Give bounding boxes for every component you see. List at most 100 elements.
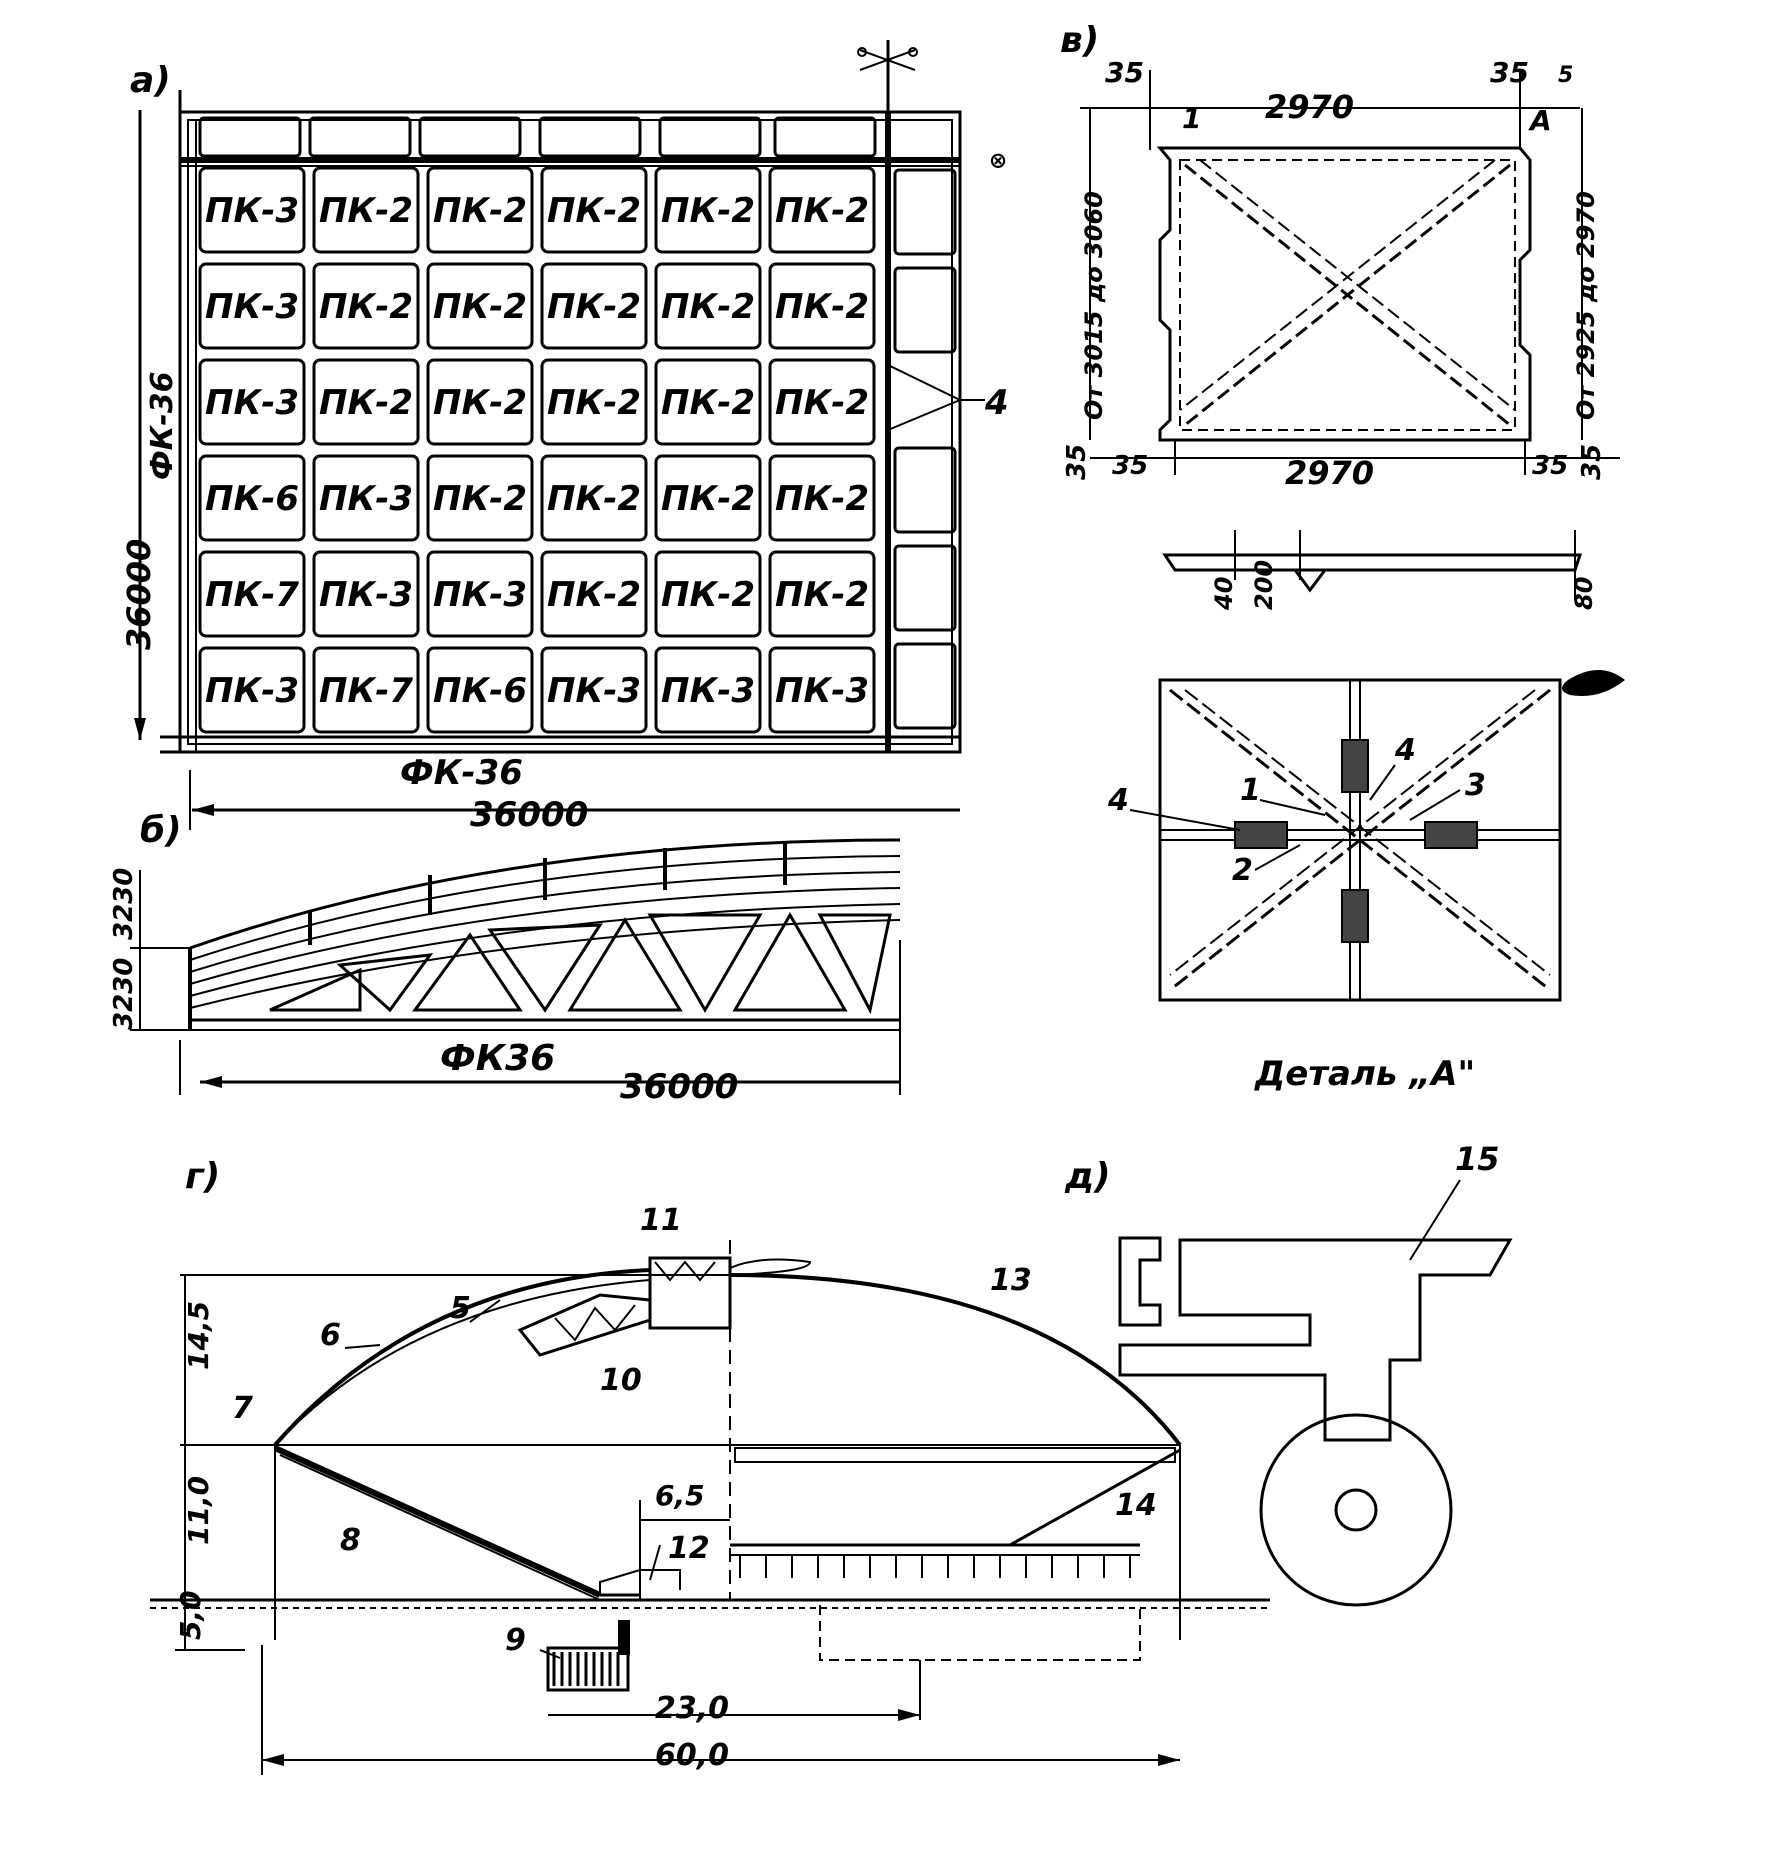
roof-panel-cell xyxy=(312,454,420,542)
dim-g-11-0: 11,0 xyxy=(182,1476,215,1545)
callout-13: 13 xyxy=(990,1263,1032,1298)
roof-panel-cell xyxy=(312,550,420,638)
ink-blot xyxy=(1561,670,1625,696)
roof-panel-cell xyxy=(768,166,876,254)
dim-g-60-0: 60,0 xyxy=(655,1738,729,1773)
dim-g-14-5: 14,5 xyxy=(182,1301,215,1370)
truss-web xyxy=(269,912,892,1015)
dim-g-6-5: 6,5 xyxy=(655,1479,705,1512)
dim-v-bot-width: 2970 xyxy=(1285,454,1374,492)
roof-panel-cell xyxy=(540,262,648,350)
dim-v-top-width: 2970 xyxy=(1265,88,1354,126)
panel-v-label: в) xyxy=(1060,20,1099,61)
roof-panel-label: ПК-2 xyxy=(661,287,755,327)
callout-12: 12 xyxy=(668,1531,710,1566)
dim-g-23-0: 23,0 xyxy=(655,1691,729,1726)
roof-panel-label: ПК-2 xyxy=(433,383,527,423)
roof-panel-label: ПК-2 xyxy=(433,191,527,231)
roof-panel-cell xyxy=(312,166,420,254)
panel-d-anchor-detail: д) 15 xyxy=(1064,1140,1513,1607)
dim-b-height-2: 3230 xyxy=(109,868,139,940)
roof-panel-label: ПК-2 xyxy=(547,575,641,615)
roof-panel-label: ПК-2 xyxy=(433,479,527,519)
dim-v-bot-left-v: 35 xyxy=(1062,444,1092,480)
roof-panel-label: ПК-6 xyxy=(433,671,527,711)
left-beam-label: ФК-36 xyxy=(145,372,180,480)
roof-panel-label: ПК-2 xyxy=(661,191,755,231)
panel-a-label: a) xyxy=(130,60,171,101)
roof-panel-cell xyxy=(768,646,876,734)
dim-v-section-200: 200 xyxy=(1250,560,1278,610)
slab-section: 40 200 80 xyxy=(1162,530,1598,611)
dim-v-right-range: От 2925 до 2970 xyxy=(1572,191,1600,420)
detail-num-4b: 4 xyxy=(1107,783,1129,818)
roof-panel-cell xyxy=(198,646,306,734)
callout-5: 5 xyxy=(450,1291,471,1326)
roof-panel-cell xyxy=(540,454,648,542)
roof-panel-cell xyxy=(540,646,648,734)
roof-panel-cell xyxy=(426,646,534,734)
top-strip-tiles xyxy=(198,116,877,158)
roof-panel-label: ПК-2 xyxy=(547,287,641,327)
roof-panel-cell xyxy=(654,358,762,446)
panel-b-label: б) xyxy=(140,810,182,851)
detail-num-3: 3 xyxy=(1465,768,1486,803)
axis-marker-icon: ⊗ xyxy=(857,40,1011,170)
roof-panel-cell xyxy=(198,358,306,446)
roof-panel-cell xyxy=(540,550,648,638)
roof-panel-cell xyxy=(654,166,762,254)
detail-a: 1 2 3 4 4 Деталь „А" xyxy=(1107,678,1562,1094)
dim-a-horizontal: 36000 xyxy=(470,795,588,835)
roof-panel-cell xyxy=(198,166,306,254)
panel-g-label: г) xyxy=(185,1156,220,1197)
callout-4-a: 4 xyxy=(984,383,1009,423)
dim-v-bot-left-h: 35 xyxy=(1112,451,1148,481)
callout-14: 14 xyxy=(1115,1488,1157,1523)
roof-panel-label: ПК-3 xyxy=(433,575,527,615)
roof-panel-label: ПК-2 xyxy=(775,479,869,519)
roof-panel-cell xyxy=(768,550,876,638)
roof-panel-cell xyxy=(654,262,762,350)
roof-panel-cell xyxy=(540,166,648,254)
roof-panel-label: ПК-3 xyxy=(661,671,755,711)
detail-num-1: 1 xyxy=(1240,773,1261,808)
roof-panel-cell xyxy=(768,454,876,542)
roof-panel-cell xyxy=(426,166,534,254)
roof-panel-label: ПК-3 xyxy=(205,191,299,231)
roof-panel-cell xyxy=(768,358,876,446)
roof-panel-label: ПК-2 xyxy=(775,383,869,423)
roof-panel-label: ПК-7 xyxy=(205,575,299,615)
roof-panel-label: ПК-2 xyxy=(661,383,755,423)
roof-panel-cell xyxy=(426,262,534,350)
dim-v-top-left: 35 xyxy=(1105,56,1144,89)
roof-panel-cell xyxy=(654,454,762,542)
panel-d-label: д) xyxy=(1064,1156,1111,1197)
roof-panel-label: ПК-2 xyxy=(319,383,413,423)
marker-1: 1 xyxy=(1182,102,1201,135)
dim-v-bot-right-h: 35 xyxy=(1532,451,1568,481)
panel-v-slab-plan: в) 35 2970 35 5 1 А От 3015 до 3060 От 2… xyxy=(1060,20,1625,696)
right-strip-tiles xyxy=(893,168,957,730)
dim-b-height-1: 3230 xyxy=(109,958,139,1030)
dim-b-span: 36000 xyxy=(620,1067,738,1107)
roof-panel-label: ПК-2 xyxy=(661,575,755,615)
roof-panel-cell xyxy=(426,454,534,542)
dim-v-left-range: От 3015 до 3060 xyxy=(1080,191,1108,420)
roof-panel-label: ПК-2 xyxy=(775,191,869,231)
roof-panel-cell xyxy=(198,454,306,542)
dim-v-top-right-small: 5 xyxy=(1558,63,1573,88)
roof-panel-label: ПК-2 xyxy=(319,287,413,327)
truss-label: ФК36 xyxy=(440,1038,555,1079)
roof-panel-label: ПК-7 xyxy=(319,671,413,711)
roof-panel-label: ПК-2 xyxy=(775,575,869,615)
svg-text:⊗: ⊗ xyxy=(986,152,1011,170)
roof-panel-label: ПК-6 xyxy=(205,479,299,519)
dim-g-5-0: 5,0 xyxy=(174,1590,207,1640)
roof-panel-label: ПК-3 xyxy=(319,479,413,519)
callout-8: 8 xyxy=(340,1523,361,1558)
callout-11: 11 xyxy=(640,1203,682,1238)
callout-10: 10 xyxy=(600,1363,642,1398)
roof-panel-cell xyxy=(426,550,534,638)
